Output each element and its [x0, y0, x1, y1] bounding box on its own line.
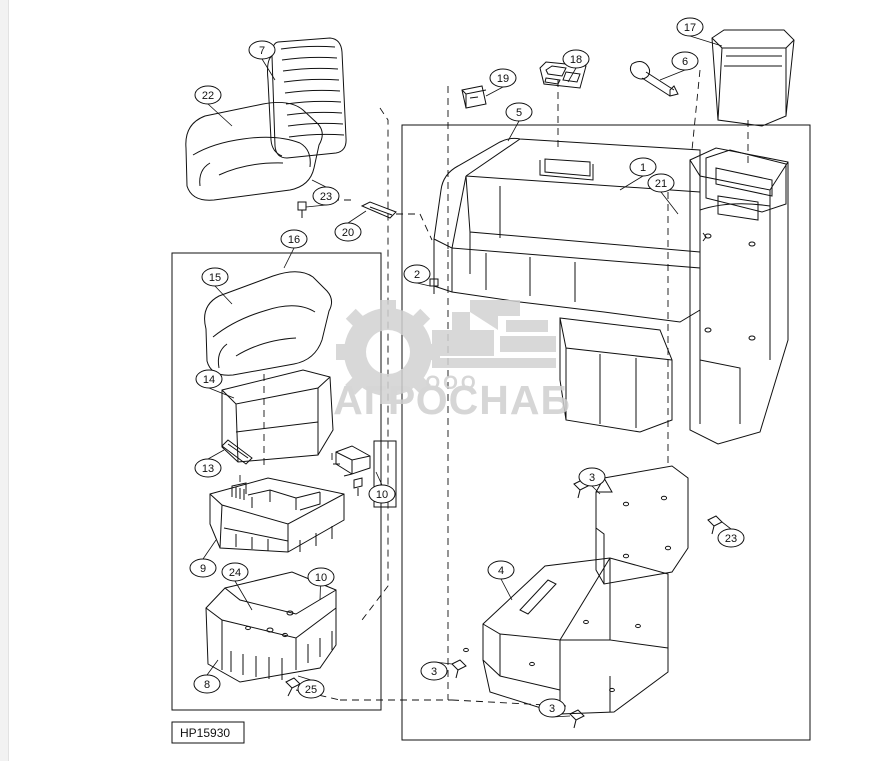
- part-15-seat-cushion-lower: [204, 271, 333, 376]
- callout-label: 15: [209, 272, 221, 284]
- callout-label: 20: [342, 227, 354, 239]
- callout-8: 8: [193, 674, 221, 694]
- fasteners: [221, 201, 723, 729]
- callout-15: 15: [201, 267, 229, 287]
- left-margin-rail: [0, 0, 9, 761]
- callout-23b: 23: [717, 528, 745, 548]
- left-group-box: [171, 252, 382, 711]
- callout-4: 4: [487, 560, 515, 580]
- callout-label: 9: [200, 563, 206, 575]
- part-8-lower-pan: [205, 571, 337, 683]
- watermark: OOO АГРОСНАБ: [333, 300, 571, 423]
- callout-7: 7: [248, 40, 276, 60]
- callout-label: 3: [549, 703, 555, 715]
- callout-label: 1: [640, 162, 646, 174]
- small-inner-box: [373, 440, 397, 508]
- callout-label: 23: [320, 191, 332, 203]
- part-6-knob: [629, 61, 679, 97]
- callout-label: 10: [376, 489, 388, 501]
- callout-label: 22: [202, 90, 214, 102]
- part-7-seat-back: [267, 37, 347, 159]
- callout-17: 17: [676, 17, 704, 37]
- callout-24: 24: [221, 562, 249, 582]
- callout-25: 25: [297, 679, 325, 699]
- callout-9: 9: [189, 558, 217, 578]
- console-top-shelf: [705, 149, 787, 213]
- callout-10a: 10: [368, 484, 396, 504]
- part-17-container: [711, 29, 795, 127]
- callout-label: 3: [431, 666, 437, 678]
- part-22-seat-cushion: [185, 102, 323, 201]
- callout-group: 1 2 3 3 3 4 5: [189, 17, 745, 718]
- part-21-pillar: [689, 147, 789, 445]
- callout-3b: 3: [420, 661, 448, 681]
- part-4-floor-panel: [463, 557, 669, 715]
- part-9-tray: [209, 477, 345, 553]
- watermark-line2: АГРОСНАБ: [333, 377, 571, 423]
- callout-13: 13: [194, 458, 222, 478]
- callout-label: 10: [315, 572, 327, 584]
- callout-label: 3: [589, 472, 595, 484]
- part-5-console-shell: [433, 137, 701, 323]
- callout-6: 6: [671, 51, 699, 71]
- part-19-bracket: [461, 85, 487, 109]
- callout-label: 5: [516, 107, 522, 119]
- callout-19: 19: [489, 68, 517, 88]
- callout-2: 2: [403, 264, 431, 284]
- callout-label: 8: [204, 679, 210, 691]
- callout-23a: 23: [312, 186, 340, 206]
- leader-lines: [202, 35, 732, 718]
- callout-3a: 3: [578, 467, 606, 487]
- callout-label: 25: [305, 684, 317, 696]
- callout-16: 16: [280, 229, 308, 249]
- callout-label: 21: [655, 178, 667, 190]
- callout-14: 14: [195, 369, 223, 389]
- callout-21: 21: [647, 173, 675, 193]
- callout-1: 1: [629, 157, 657, 177]
- assembly-dashed-lines: [239, 69, 749, 707]
- callout-3c: 3: [538, 698, 566, 718]
- watermark-line1: OOO: [425, 373, 478, 394]
- callout-20: 20: [334, 222, 362, 242]
- callout-10b: 10: [307, 567, 335, 587]
- callout-5: 5: [505, 102, 533, 122]
- part-1-console-lower: [559, 317, 673, 433]
- part-code-label: HP15930: [180, 726, 230, 740]
- right-group-box: [401, 124, 811, 741]
- callout-label: 19: [497, 73, 509, 85]
- callout-label: 23: [725, 533, 737, 545]
- part-14-seat-pan: [221, 369, 334, 463]
- callout-label: 13: [202, 463, 214, 475]
- callout-label: 2: [414, 269, 420, 281]
- callout-label: 4: [498, 565, 504, 577]
- callout-22: 22: [194, 85, 222, 105]
- callout-label: 7: [259, 45, 265, 57]
- callout-label: 18: [570, 54, 582, 66]
- callout-label: 14: [203, 374, 215, 386]
- callout-18: 18: [562, 49, 590, 69]
- callout-label: 6: [682, 56, 688, 68]
- callout-label: 17: [684, 22, 696, 34]
- callout-label: 24: [229, 567, 241, 579]
- callout-label: 16: [288, 234, 300, 246]
- part-code-box: HP15930: [171, 721, 245, 744]
